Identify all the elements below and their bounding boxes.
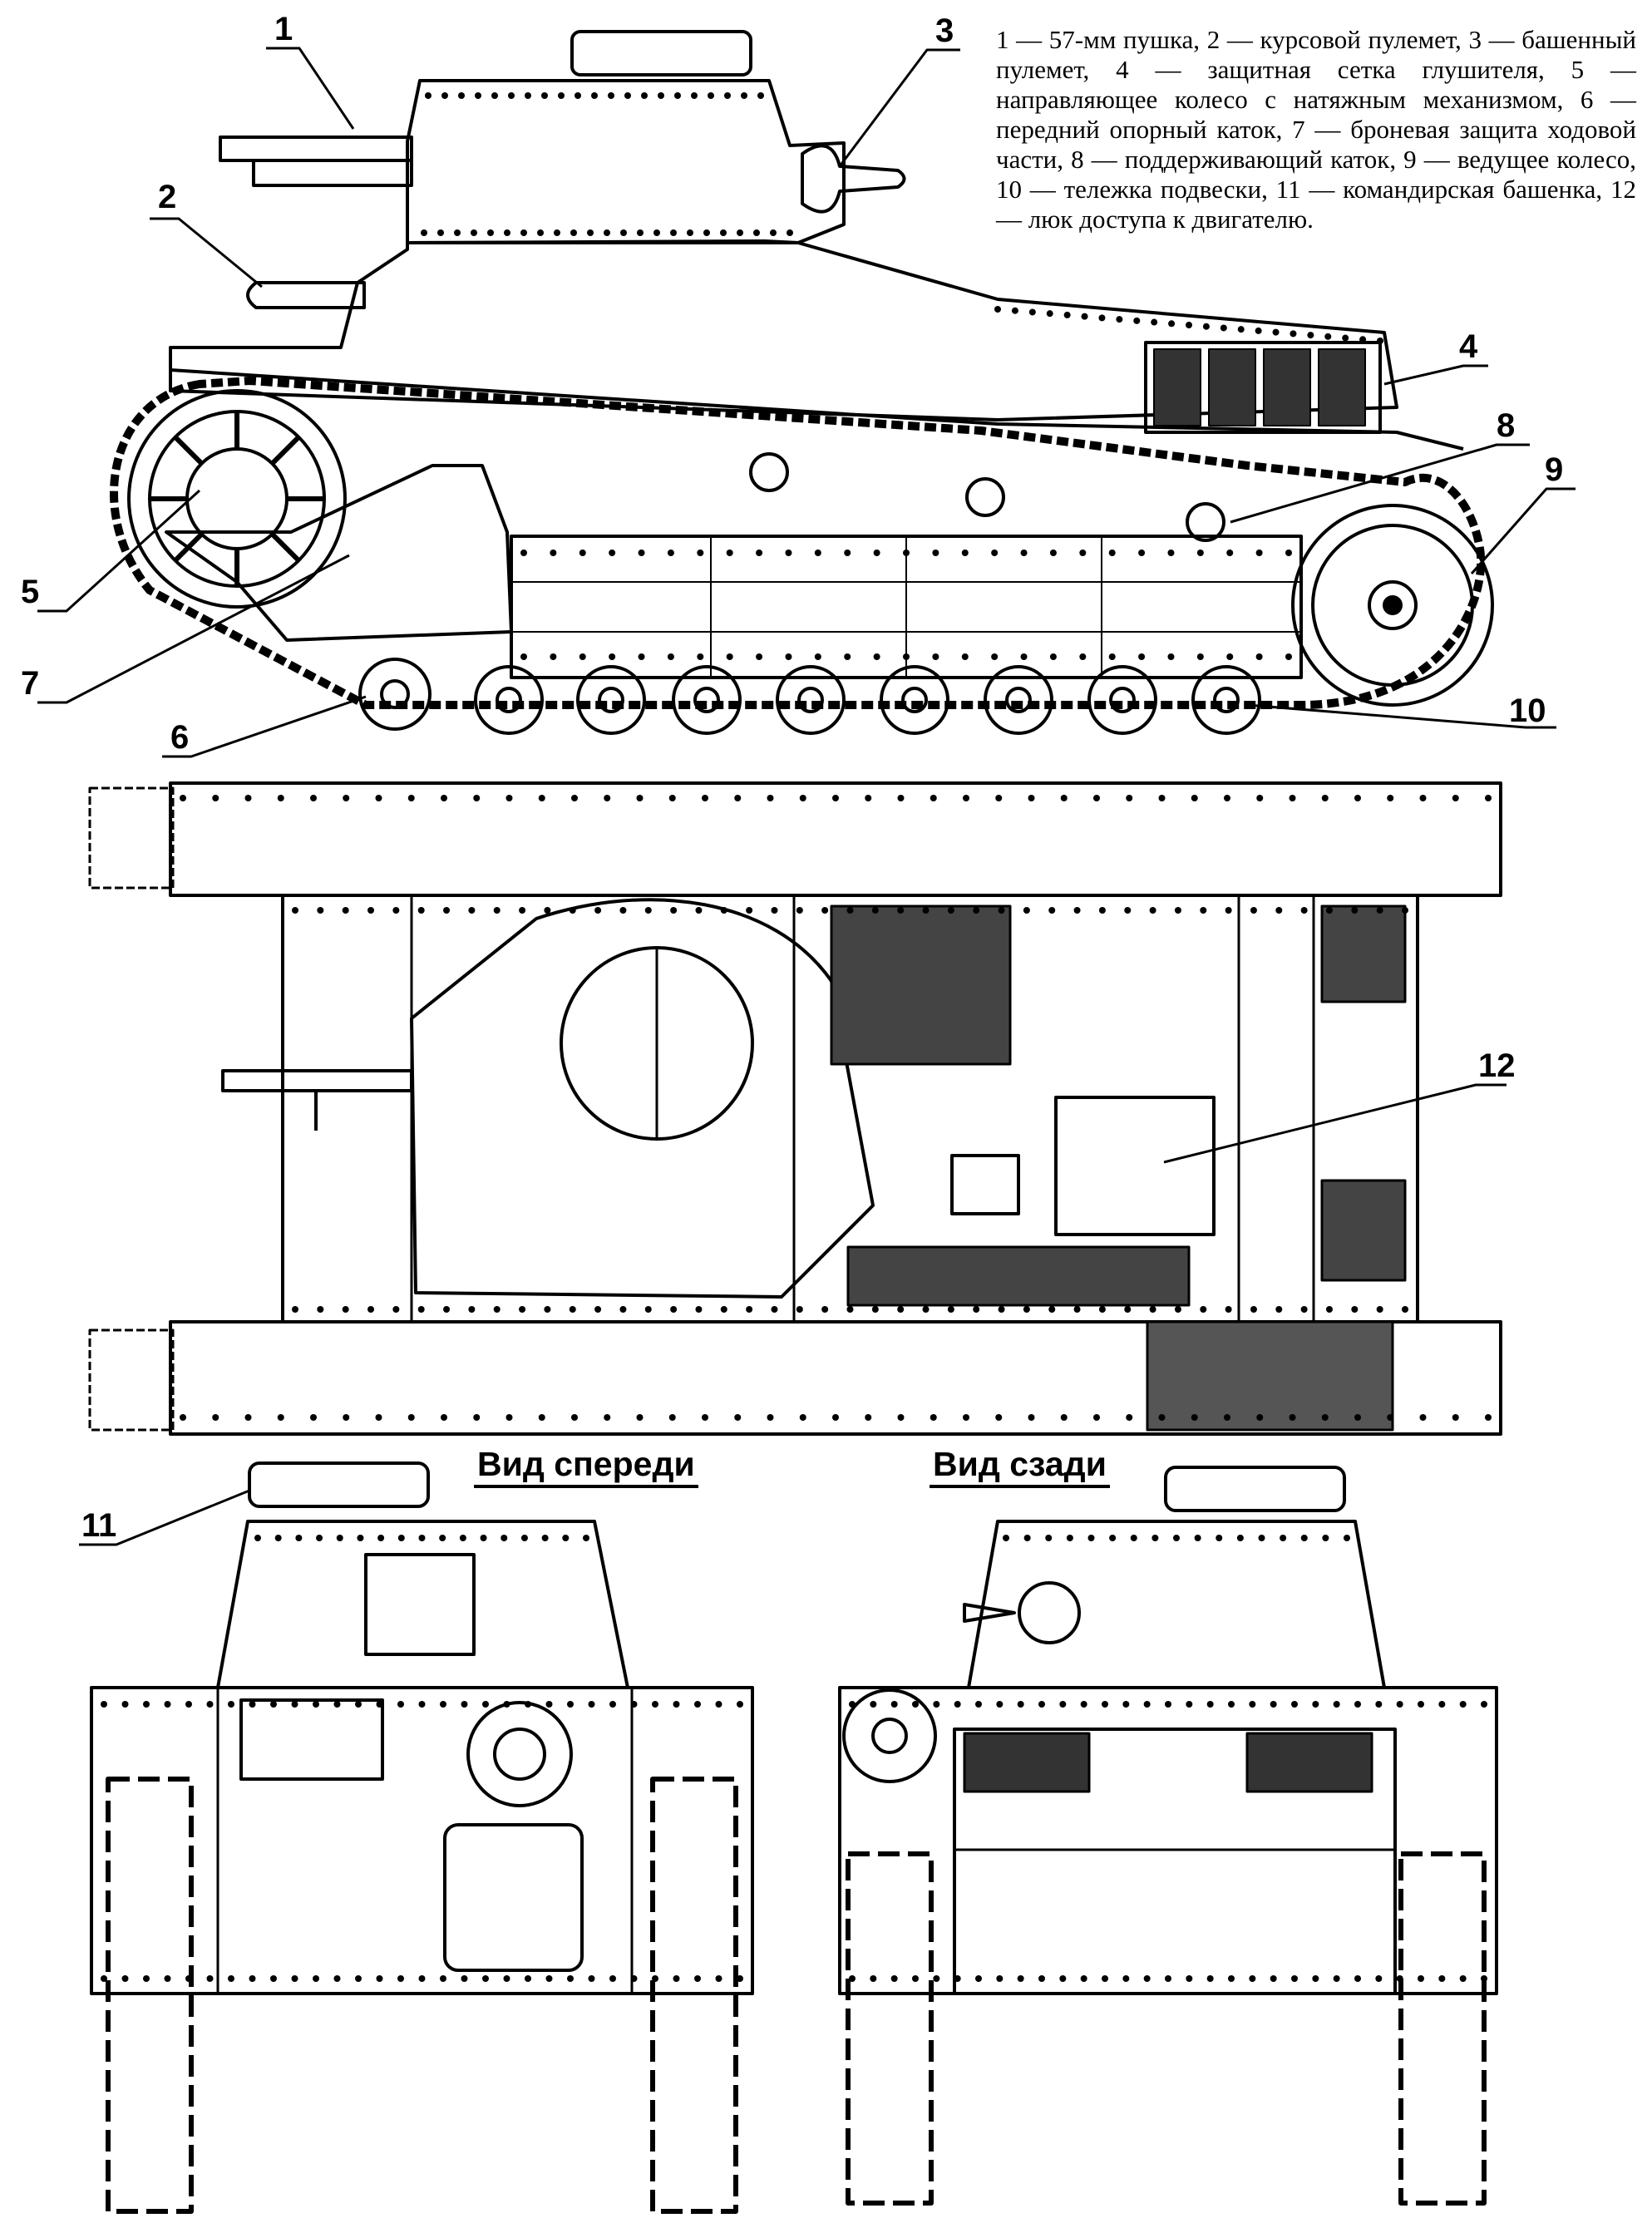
rear-tracks (846, 1851, 1487, 2206)
rear-view (838, 1466, 1498, 2206)
muffler-guard (1144, 341, 1382, 434)
front-turret (216, 1520, 629, 1689)
callout-2: 2 (158, 179, 176, 215)
side-cupola (570, 30, 752, 76)
top-turret (410, 898, 875, 1299)
engine-louvers (830, 904, 1407, 1432)
side-turret (406, 79, 846, 244)
road-wheels (358, 658, 1261, 735)
running-gear-armor (165, 464, 513, 642)
side-view (110, 30, 1494, 735)
bow-machine-gun (246, 281, 366, 309)
callout-1: 1 (274, 11, 293, 47)
front-view (90, 1461, 754, 2214)
rear-turret (967, 1520, 1386, 1689)
front-hull (90, 1686, 754, 1995)
callout-12: 12 (1478, 1047, 1516, 1084)
main-gun (219, 136, 413, 187)
leader-lines (37, 47, 1576, 1546)
engine-access-hatch (1054, 1096, 1216, 1236)
rear-cupola (1164, 1466, 1346, 1512)
front-view-title: Вид спереди (474, 1445, 698, 1488)
side-track (110, 377, 1486, 710)
callout-9: 9 (1545, 451, 1563, 488)
drive-sprocket (1291, 504, 1494, 707)
callout-11: 11 (81, 1507, 116, 1544)
turret-machine-gun (801, 144, 906, 214)
callout-5: 5 (21, 574, 39, 610)
top-hull-roof (281, 894, 1419, 1323)
callout-numbers: 1 2 3 4 5 6 7 8 9 10 11 12 (21, 11, 1563, 1544)
callout-4: 4 (1459, 328, 1478, 365)
front-cupola (248, 1461, 430, 1508)
legend-text: 1 — 57-мм пушка, 2 — курсовой пулемет, 3… (996, 25, 1636, 234)
front-tracks (106, 1777, 738, 2214)
callout-7: 7 (21, 665, 39, 702)
callout-3: 3 (935, 12, 954, 49)
rear-hull (838, 1686, 1498, 1995)
callout-8: 8 (1497, 407, 1515, 444)
rivets (101, 92, 1492, 1982)
callout-10: 10 (1509, 693, 1546, 729)
top-view (88, 781, 1502, 1436)
return-rollers (749, 452, 1225, 542)
rear-view-title: Вид сзади (930, 1445, 1110, 1488)
callout-6: 6 (170, 719, 189, 756)
side-fender (169, 347, 1464, 451)
